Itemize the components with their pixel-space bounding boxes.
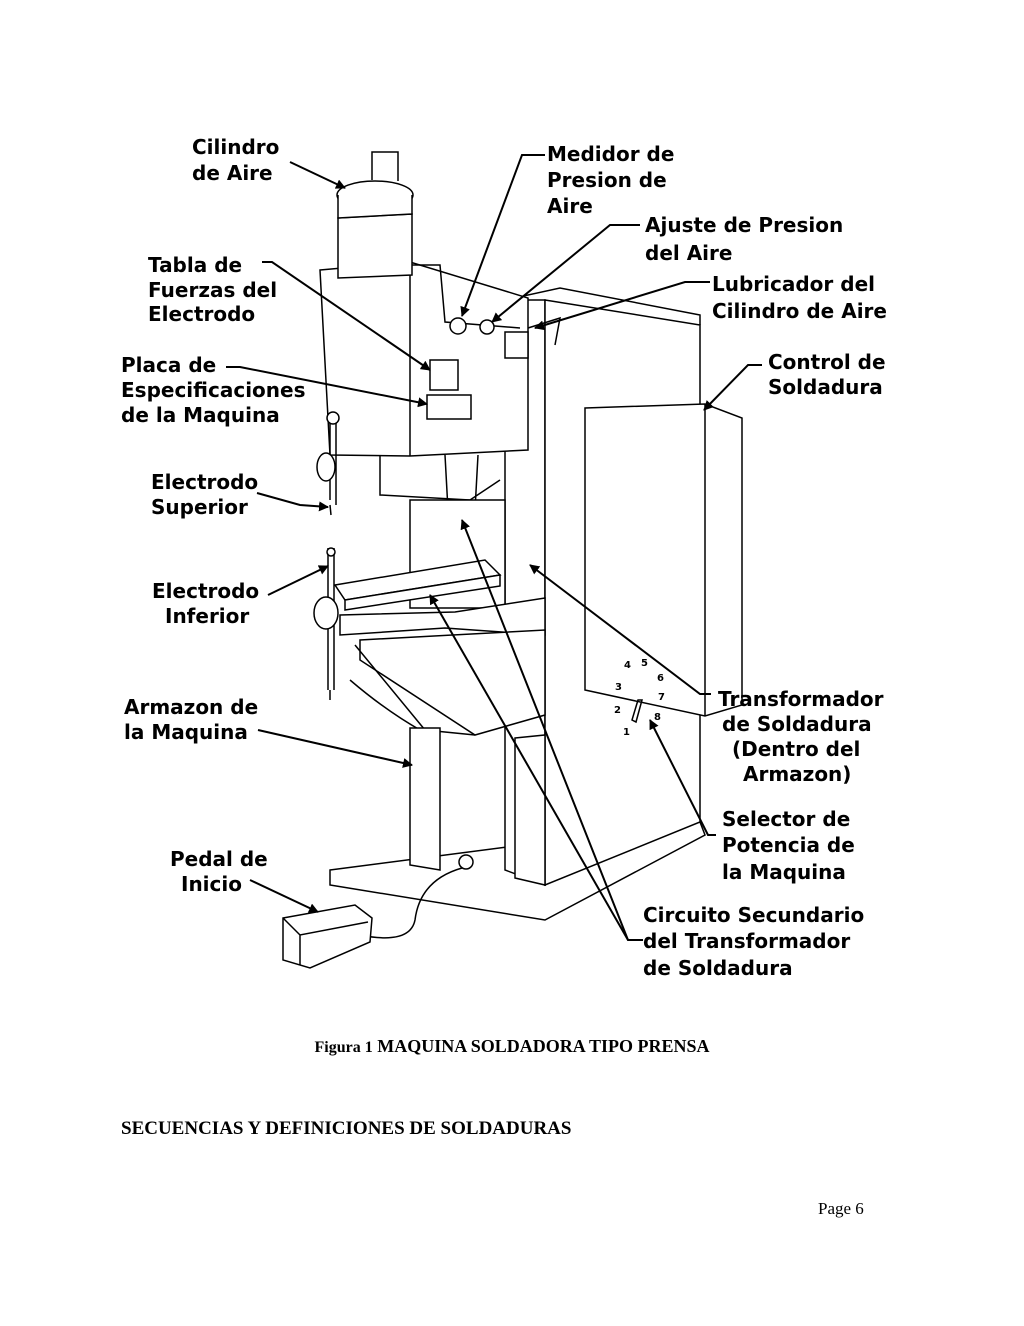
dial-number-7: 7 [658, 692, 665, 703]
label-armazon-de-la-maquina: Armazon de la Maquina [124, 695, 265, 744]
label-control-de-soldadura: Control de Soldadura [768, 350, 893, 399]
label-electrodo-superior: Electrodo Superior [151, 470, 265, 519]
label-transformador-de-soldadura: Transformador de Soldadura (Dentro del A… [718, 687, 890, 786]
dial-number-5: 5 [641, 658, 648, 669]
dial-number-1: 1 [623, 727, 630, 738]
label-medidor-de-presion: Medidor de Presion de Aire [547, 142, 681, 218]
welding-machine-figure: 1 2 3 4 5 6 7 8 Cilindro de Ai [121, 135, 893, 980]
label-pedal-de-inicio: Pedal de Inicio [170, 847, 275, 896]
label-selector-de-potencia: Selector de Potencia de la Maquina [722, 807, 862, 884]
figure-number: Figura 1 [314, 1039, 373, 1056]
label-lubricador: Lubricador del Cilindro de Aire [712, 272, 887, 323]
dial-number-2: 2 [614, 705, 621, 716]
label-electrodo-inferior: Electrodo Inferior [152, 579, 266, 628]
label-circuito-secundario: Circuito Secundario del Transformador de… [643, 903, 871, 980]
dial-number-4: 4 [624, 660, 631, 671]
dial-number-6: 6 [657, 673, 664, 684]
label-tabla-de-fuerzas: Tabla de Fuerzas del Electrodo [148, 253, 284, 326]
leader-lines [226, 154, 762, 941]
figure-caption: Figura 1 MAQUINA SOLDADORA TIPO PRENSA [0, 1036, 1024, 1057]
label-ajuste-de-presion: Ajuste de Presion del Aire [645, 213, 850, 265]
label-cilindro-de-aire: Cilindro de Aire [192, 135, 286, 185]
figure-labels: Cilindro de Aire Medidor de Presion de A… [121, 135, 893, 980]
section-heading: SECUENCIAS Y DEFINICIONES DE SOLDADURAS [121, 1118, 572, 1139]
page-number: Page 6 [818, 1199, 864, 1218]
machine-drawing: 1 2 3 4 5 6 7 8 [282, 151, 743, 969]
label-placa-de-especificaciones: Placa de Especificaciones de la Maquina [121, 353, 312, 427]
figure-title: MAQUINA SOLDADORA TIPO PRENSA [377, 1036, 710, 1056]
dial-number-8: 8 [654, 712, 661, 723]
dial-number-3: 3 [615, 682, 622, 693]
